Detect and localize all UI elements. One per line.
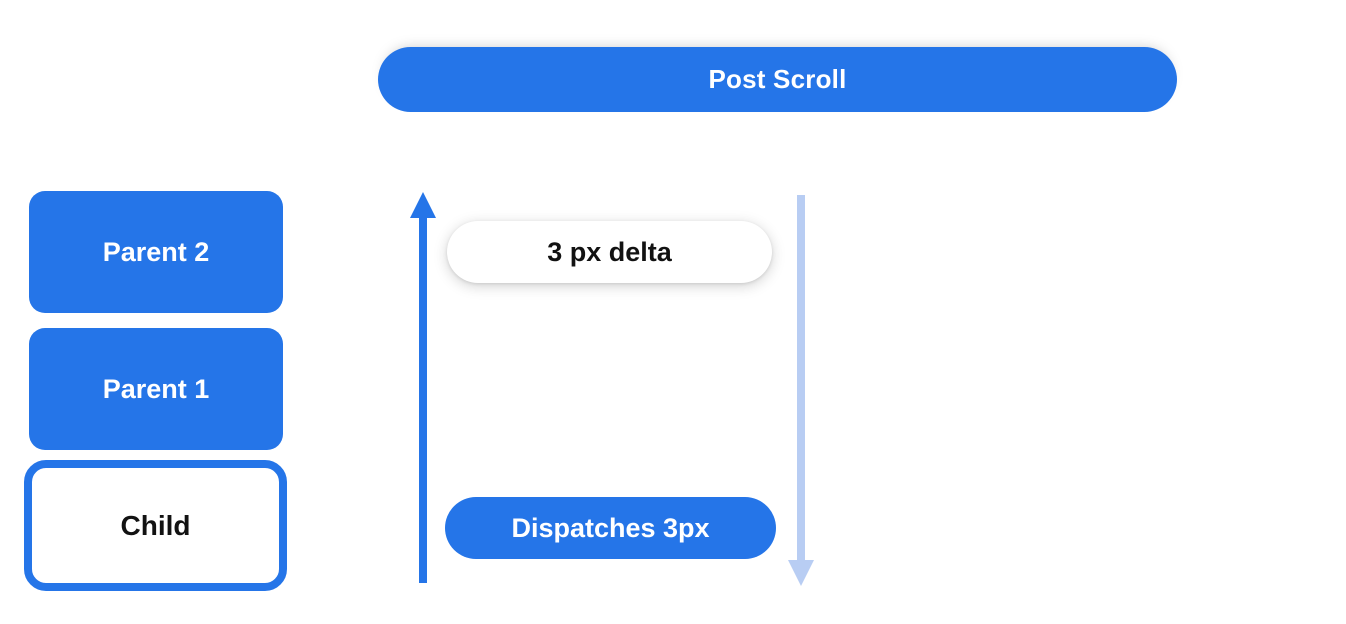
post-scroll-header-pill: Post Scroll <box>378 47 1177 112</box>
dispatch-pill: Dispatches 3px <box>445 497 776 559</box>
parent2-node: Parent 2 <box>29 191 283 313</box>
post-scroll-label: Post Scroll <box>708 64 847 94</box>
down-arrow-shaft <box>797 195 805 564</box>
parent1-node: Parent 1 <box>29 328 283 450</box>
up-arrow-shaft <box>419 214 427 583</box>
dispatch-label: Dispatches 3px <box>511 512 710 543</box>
up-arrow-icon <box>410 192 436 583</box>
down-arrow-icon <box>788 195 814 586</box>
down-arrow-head <box>788 560 814 586</box>
delta-pill: 3 px delta <box>447 221 772 283</box>
child-node: Child <box>24 460 287 591</box>
up-arrow-head <box>410 192 436 218</box>
parent2-label: Parent 2 <box>102 236 210 267</box>
parent1-label: Parent 1 <box>102 373 210 404</box>
delta-label: 3 px delta <box>547 236 672 267</box>
child-label: Child <box>120 509 191 541</box>
